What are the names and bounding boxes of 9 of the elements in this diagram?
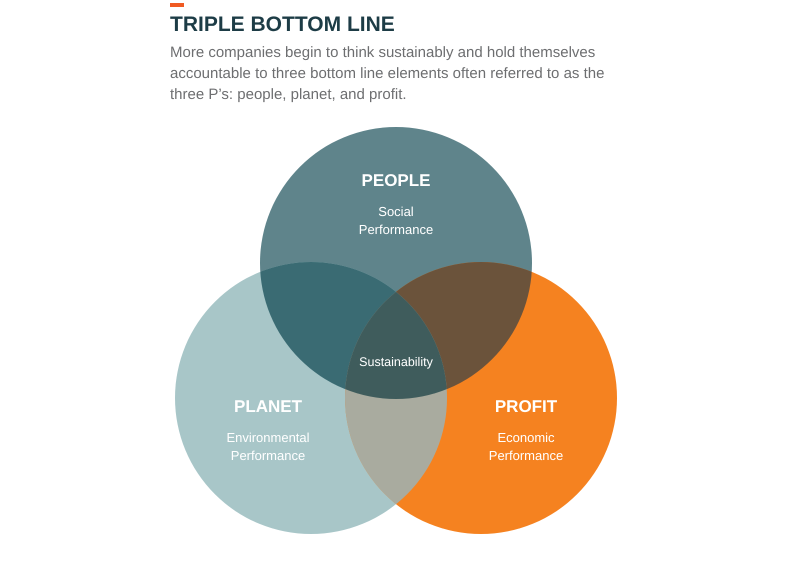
circle-subtitle: Environmental Performance <box>225 429 311 465</box>
circle-heading: PLANET <box>234 397 302 417</box>
circle-subtitle: Economic Performance <box>488 429 564 465</box>
circle-heading: PEOPLE <box>362 171 430 191</box>
circle-subtitle: Social Performance <box>358 203 434 239</box>
circle-heading: PROFIT <box>494 397 558 417</box>
caption: More companies begin to think sustainably and hold themselves accountable to three bottom line elements often referred to as the three P’s: people, planet, and profit. <box>170 43 606 105</box>
center-label: Sustainability <box>359 355 433 369</box>
title: TRIPLE BOTTOM LINE <box>170 13 395 37</box>
